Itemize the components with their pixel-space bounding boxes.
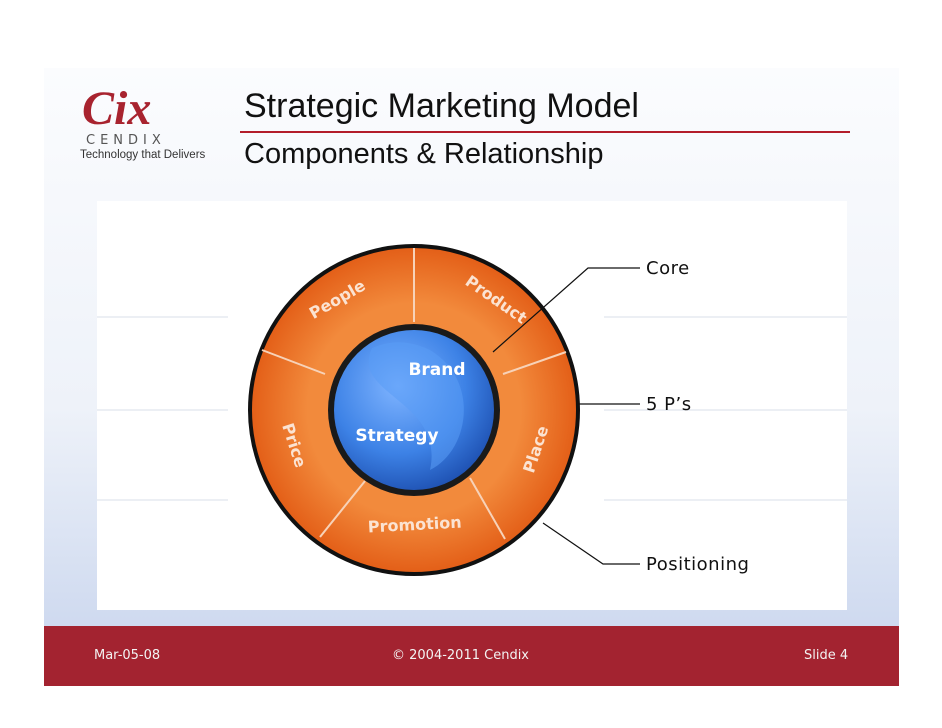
- logo-wordmark: Cix: [82, 82, 151, 135]
- cendix-logo: Cix CENDIX Technology that Delivers: [80, 82, 206, 161]
- segment-promotion: Promotion: [367, 513, 462, 537]
- page-title: Strategic Marketing Model: [244, 87, 639, 125]
- slide-footer: Mar-05-08 © 2004-2011 Cendix Slide 4: [44, 626, 899, 686]
- footer-copyright: © 2004-2011 Cendix: [392, 648, 529, 663]
- core-label-strategy: Strategy: [355, 426, 438, 446]
- logo-name: CENDIX: [86, 133, 166, 148]
- core-swirl: [368, 342, 464, 470]
- logo-tagline: Technology that Delivers: [80, 149, 206, 161]
- callout-positioning: Positioning: [646, 554, 749, 575]
- callout-line-positioning: [542, 522, 640, 565]
- page-subtitle: Components & Relationship: [244, 138, 604, 170]
- title-divider: [240, 131, 850, 133]
- footer-date: Mar-05-08: [94, 648, 161, 663]
- callout-line-core: [492, 267, 640, 353]
- callout-core: Core: [646, 258, 690, 279]
- callout-5ps: 5 P’s: [646, 394, 692, 415]
- core-label-brand: Brand: [408, 360, 465, 380]
- footer-slide-number: Slide 4: [804, 648, 849, 663]
